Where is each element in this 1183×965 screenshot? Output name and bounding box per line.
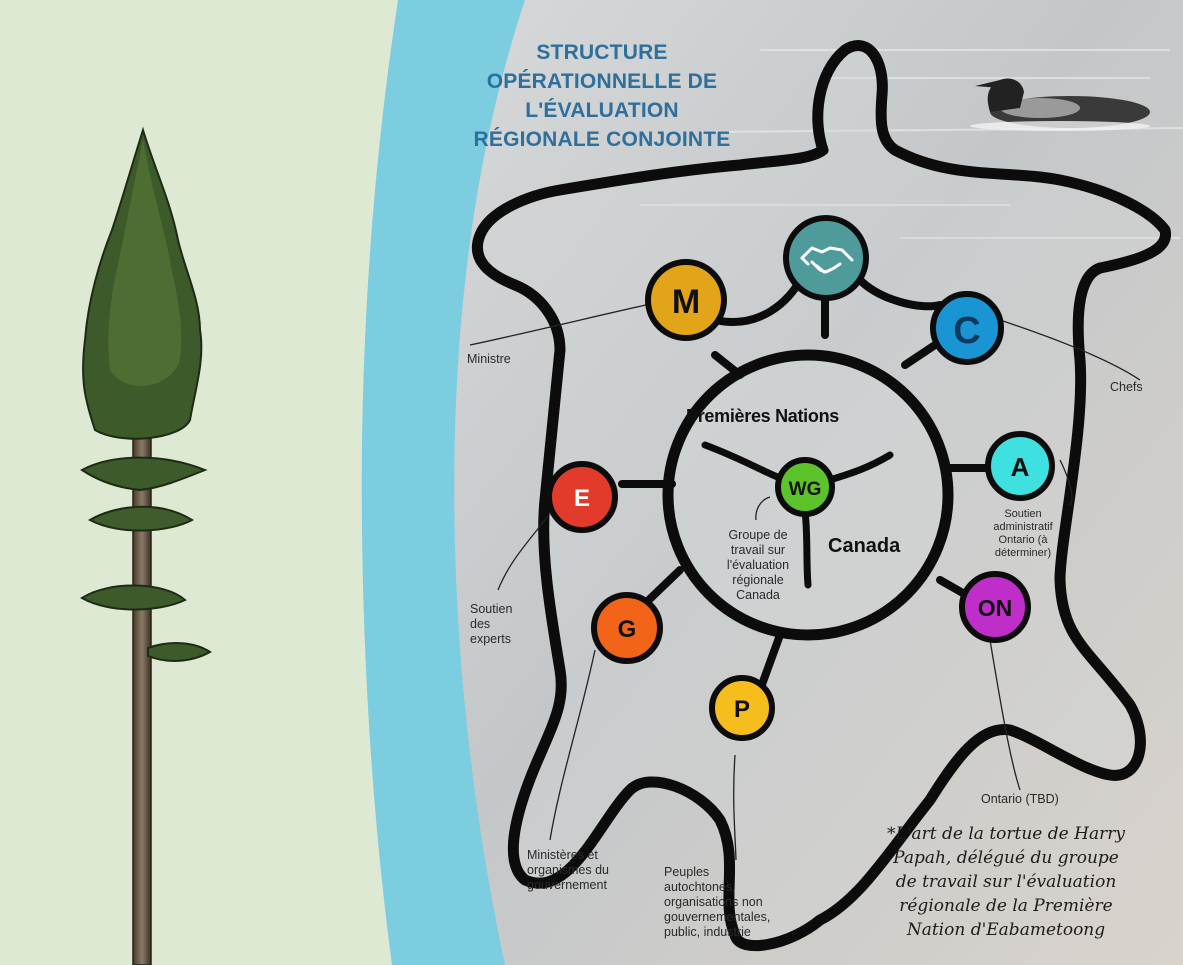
node-g[interactable]: G <box>594 595 660 661</box>
credit-line: de travail sur l'évaluation <box>856 870 1156 894</box>
label-line: organismes du <box>527 863 609 878</box>
label-peuples-autochtones: Peuples autochtones, organisations non g… <box>664 865 770 940</box>
label-line: public, industrie <box>664 925 770 940</box>
node-handshake[interactable] <box>786 218 866 298</box>
credit-line: Nation d'Eabametoong <box>856 918 1156 942</box>
credit-line: régionale de la Première <box>856 894 1156 918</box>
label-line: administratif <box>982 521 1064 534</box>
wg-caption-line: l'évaluation <box>712 558 804 573</box>
label-line: gouvernement <box>527 878 609 893</box>
premieres-nations-label: Premières Nations <box>686 406 839 427</box>
label-line: Chefs <box>1110 380 1143 395</box>
wg-caption-line: régionale <box>712 573 804 588</box>
node-c-letter: C <box>953 310 980 352</box>
label-line: organisations non <box>664 895 770 910</box>
label-line: Soutien <box>982 508 1064 521</box>
node-p[interactable]: P <box>712 678 772 738</box>
label-line: autochtones, <box>664 880 770 895</box>
wg-caption: Groupe de travail sur l'évaluation régio… <box>712 528 804 603</box>
title-line-2: OPÉRATIONNELLE DE <box>452 67 752 96</box>
label-soutien-administratif: Soutien administratif Ontario (à détermi… <box>982 508 1064 560</box>
node-wg[interactable]: WG <box>778 460 832 514</box>
label-line: des <box>470 617 512 632</box>
node-e-letter: E <box>574 485 590 512</box>
node-e[interactable]: E <box>549 464 615 530</box>
canada-label: Canada <box>828 535 900 558</box>
node-p-letter: P <box>734 696 750 723</box>
node-g-letter: G <box>618 616 637 643</box>
label-line: Ontario (TBD) <box>981 792 1059 807</box>
node-m-letter: M <box>672 283 700 321</box>
node-wg-letter: WG <box>789 479 822 500</box>
label-line: Soutien <box>470 602 512 617</box>
wg-caption-line: travail sur <box>712 543 804 558</box>
credit-line: *L'art de la tortue de Harry <box>856 822 1156 846</box>
credit-line: Papah, délégué du groupe <box>856 846 1156 870</box>
label-ministeres: Ministères et organismes du gouvernement <box>527 848 609 893</box>
label-line: gouvernementales, <box>664 910 770 925</box>
node-c[interactable]: C <box>933 294 1001 362</box>
label-line: experts <box>470 632 512 647</box>
label-line: Ministères et <box>527 848 609 863</box>
title-line-1: STRUCTURE <box>452 38 752 67</box>
label-chefs: Chefs <box>1110 380 1143 395</box>
label-line: Ministre <box>467 352 511 367</box>
wg-caption-line: Canada <box>712 588 804 603</box>
node-m[interactable]: M <box>648 262 724 338</box>
wg-caption-line: Groupe de <box>712 528 804 543</box>
title-line-3: L'ÉVALUATION <box>452 96 752 125</box>
label-line: déterminer) <box>982 547 1064 560</box>
node-a-letter: A <box>1011 452 1030 482</box>
label-ontario-tbd: Ontario (TBD) <box>981 792 1059 807</box>
node-on-letter: ON <box>978 595 1013 621</box>
art-credit: *L'art de la tortue de Harry Papah, délé… <box>856 822 1156 942</box>
label-soutien-des-experts: Soutien des experts <box>470 602 512 647</box>
label-line: Peuples <box>664 865 770 880</box>
title-line-4: RÉGIONALE CONJOINTE <box>452 125 752 154</box>
label-ministre: Ministre <box>467 352 511 367</box>
label-line: Ontario (à <box>982 534 1064 547</box>
node-on[interactable]: ON <box>962 574 1028 640</box>
diagram-title: STRUCTURE OPÉRATIONNELLE DE L'ÉVALUATION… <box>452 38 752 154</box>
node-a[interactable]: A <box>988 434 1052 498</box>
